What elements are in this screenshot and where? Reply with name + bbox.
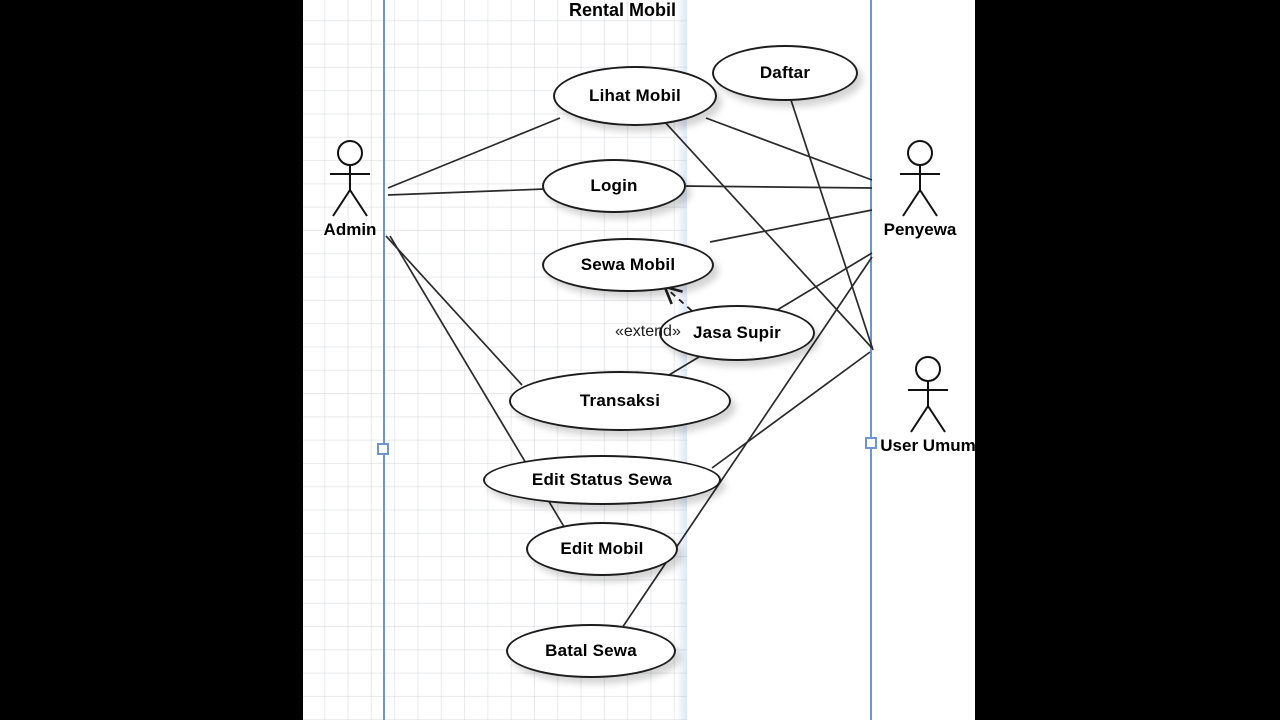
use-case-edit-mobil[interactable]: Edit Mobil <box>526 522 678 576</box>
use-case-label: Login <box>590 176 638 195</box>
page-margin-line-right <box>870 0 872 720</box>
use-case-label: Batal Sewa <box>545 641 637 660</box>
diagram-title: Rental Mobil <box>569 0 676 20</box>
extend-stereotype-label: «extend» <box>615 323 681 340</box>
letterbox-right <box>975 0 1280 720</box>
selection-handle-left-handle[interactable] <box>377 443 389 455</box>
use-case-batal-sewa[interactable]: Batal Sewa <box>506 624 676 678</box>
stick-figure-icon <box>900 140 940 217</box>
use-case-transaksi[interactable]: Transaksi <box>509 371 731 431</box>
association-penyewa-sewa-mobil[interactable] <box>709 209 873 243</box>
use-case-daftar[interactable]: Daftar <box>712 45 858 101</box>
selection-handle-right-handle[interactable] <box>865 437 877 449</box>
use-case-label: Daftar <box>759 63 811 82</box>
use-case-label: Edit Status Sewa <box>531 470 673 489</box>
stick-figure-icon <box>908 356 948 433</box>
extend-arrow-line[interactable] <box>666 288 701 319</box>
actor-label: User Umum <box>880 436 976 455</box>
association-admin-lihat-mobil[interactable] <box>387 117 561 189</box>
use-case-label: Sewa Mobil <box>580 255 676 274</box>
stick-figure-icon <box>330 140 370 217</box>
actor-user-umum[interactable]: User Umum <box>880 356 976 456</box>
page-frame-glow-left <box>677 0 687 720</box>
association-user-umum-edit-status-sewa[interactable] <box>711 351 871 469</box>
association-admin-transaksi[interactable] <box>385 235 523 386</box>
use-case-lihat-mobil[interactable]: Lihat Mobil <box>553 66 717 126</box>
association-user-umum-daftar[interactable] <box>789 96 874 351</box>
actor-label: Penyewa <box>883 220 957 239</box>
association-penyewa-lihat-mobil[interactable] <box>705 117 873 181</box>
use-case-label: Transaksi <box>579 391 661 410</box>
use-case-login[interactable]: Login <box>542 159 686 213</box>
use-case-label: Jasa Supir <box>693 323 781 342</box>
use-case-sewa-mobil[interactable]: Sewa Mobil <box>542 238 714 292</box>
actor-admin[interactable]: Admin <box>302 140 398 240</box>
extend-dependency-arrow <box>666 288 701 319</box>
letterbox-left <box>0 0 303 720</box>
association-user-umum-lihat-mobil[interactable] <box>662 119 873 349</box>
association-admin-login[interactable] <box>387 188 546 196</box>
use-case-label: Lihat Mobil <box>589 86 681 105</box>
association-penyewa-login[interactable] <box>680 185 873 189</box>
use-case-jasa-supir[interactable]: Jasa Supir <box>659 305 815 361</box>
page-margin-line-left <box>383 0 385 720</box>
actor-penyewa[interactable]: Penyewa <box>872 140 968 240</box>
use-case-label: Edit Mobil <box>560 539 644 558</box>
use-case-edit-status-sewa[interactable]: Edit Status Sewa <box>483 455 721 505</box>
actor-label: Admin <box>323 220 377 239</box>
